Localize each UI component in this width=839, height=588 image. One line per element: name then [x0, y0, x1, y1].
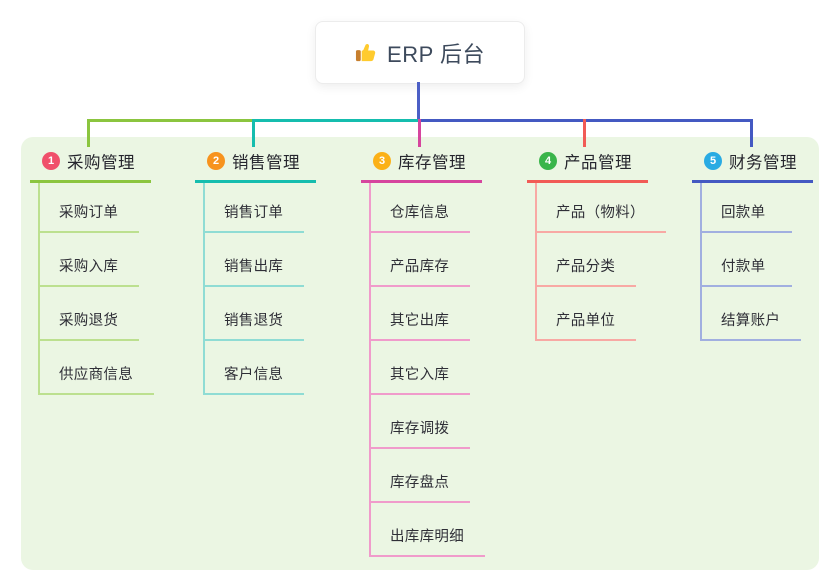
branch-title-node[interactable]: 5 财务管理	[692, 147, 813, 183]
mindmap-child-node[interactable]: 产品单位	[537, 287, 637, 341]
mindmap-child-node[interactable]: 产品分类	[537, 233, 637, 287]
branch-number-badge: 2	[207, 152, 225, 170]
mindmap-child-node[interactable]: 结算账户	[702, 287, 802, 341]
mindmap-child-node[interactable]: 采购订单	[40, 183, 140, 233]
mindmap-child-node[interactable]: 库存调拨	[371, 395, 471, 449]
bus-line-segment-1	[87, 119, 253, 122]
bus-line-segment-3	[419, 119, 753, 122]
mindmap-child-node[interactable]: 付款单	[702, 233, 792, 287]
mindmap-child-node[interactable]: 其它入库	[371, 341, 471, 395]
mindmap-child-node[interactable]: 客户信息	[205, 341, 305, 395]
thumbs-up-icon	[355, 41, 378, 64]
branch-number-badge: 5	[704, 152, 722, 170]
branch-node-3: 3 库存管理仓库信息产品库存其它出库其它入库库存调拨库存盘点出库库明细	[361, 147, 485, 557]
mindmap-child-node[interactable]: 出库库明细	[371, 503, 485, 557]
branch-title-node[interactable]: 2 销售管理	[195, 147, 316, 183]
branch-title-node[interactable]: 3 库存管理	[361, 147, 482, 183]
branch-title-label: 销售管理	[232, 154, 300, 172]
branch-children-list: 产品（物料）产品分类产品单位	[535, 183, 666, 341]
branch-children-list: 回款单付款单结算账户	[700, 183, 802, 341]
mindmap-child-node[interactable]: 销售订单	[205, 183, 305, 233]
bus-line-segment-2	[253, 119, 419, 122]
mindmap-child-node[interactable]: 供应商信息	[40, 341, 154, 395]
branch-node-1: 1 采购管理采购订单采购入库采购退货供应商信息	[30, 147, 154, 395]
mindmap-child-node[interactable]: 销售退货	[205, 287, 305, 341]
branch-node-2: 2 销售管理销售订单销售出库销售退货客户信息	[195, 147, 316, 395]
branch-number-badge: 3	[373, 152, 391, 170]
branch-title-label: 库存管理	[398, 154, 466, 172]
mindmap-child-node[interactable]: 回款单	[702, 183, 792, 233]
branch-title-node[interactable]: 1 采购管理	[30, 147, 151, 183]
branch-number-badge: 1	[42, 152, 60, 170]
branch-drop-line-1	[87, 119, 90, 147]
branch-drop-line-5	[750, 119, 753, 147]
branch-children-list: 销售订单销售出库销售退货客户信息	[203, 183, 305, 395]
branch-title-label: 产品管理	[564, 154, 632, 172]
branch-title-label: 采购管理	[67, 154, 135, 172]
branch-children-list: 采购订单采购入库采购退货供应商信息	[38, 183, 154, 395]
mindmap-child-node[interactable]: 库存盘点	[371, 449, 471, 503]
root-connector-line	[417, 82, 420, 119]
root-node[interactable]: ERP 后台	[315, 21, 525, 84]
branch-drop-line-2	[252, 119, 255, 147]
branch-node-4: 4 产品管理产品（物料）产品分类产品单位	[527, 147, 666, 341]
mindmap-child-node[interactable]: 其它出库	[371, 287, 471, 341]
branch-drop-line-3	[418, 119, 421, 147]
branch-node-5: 5 财务管理回款单付款单结算账户	[692, 147, 813, 341]
mindmap-child-node[interactable]: 销售出库	[205, 233, 305, 287]
root-label: ERP 后台	[387, 41, 485, 67]
branch-title-node[interactable]: 4 产品管理	[527, 147, 648, 183]
branch-children-list: 仓库信息产品库存其它出库其它入库库存调拨库存盘点出库库明细	[369, 183, 485, 557]
branch-number-badge: 4	[539, 152, 557, 170]
branch-drop-line-4	[583, 119, 586, 147]
mindmap-child-node[interactable]: 产品库存	[371, 233, 471, 287]
mindmap-child-node[interactable]: 仓库信息	[371, 183, 471, 233]
branches-panel-background	[21, 137, 819, 570]
mindmap-child-node[interactable]: 产品（物料）	[537, 183, 666, 233]
mindmap-child-node[interactable]: 采购退货	[40, 287, 140, 341]
branch-title-label: 财务管理	[729, 154, 797, 172]
mindmap-child-node[interactable]: 采购入库	[40, 233, 140, 287]
